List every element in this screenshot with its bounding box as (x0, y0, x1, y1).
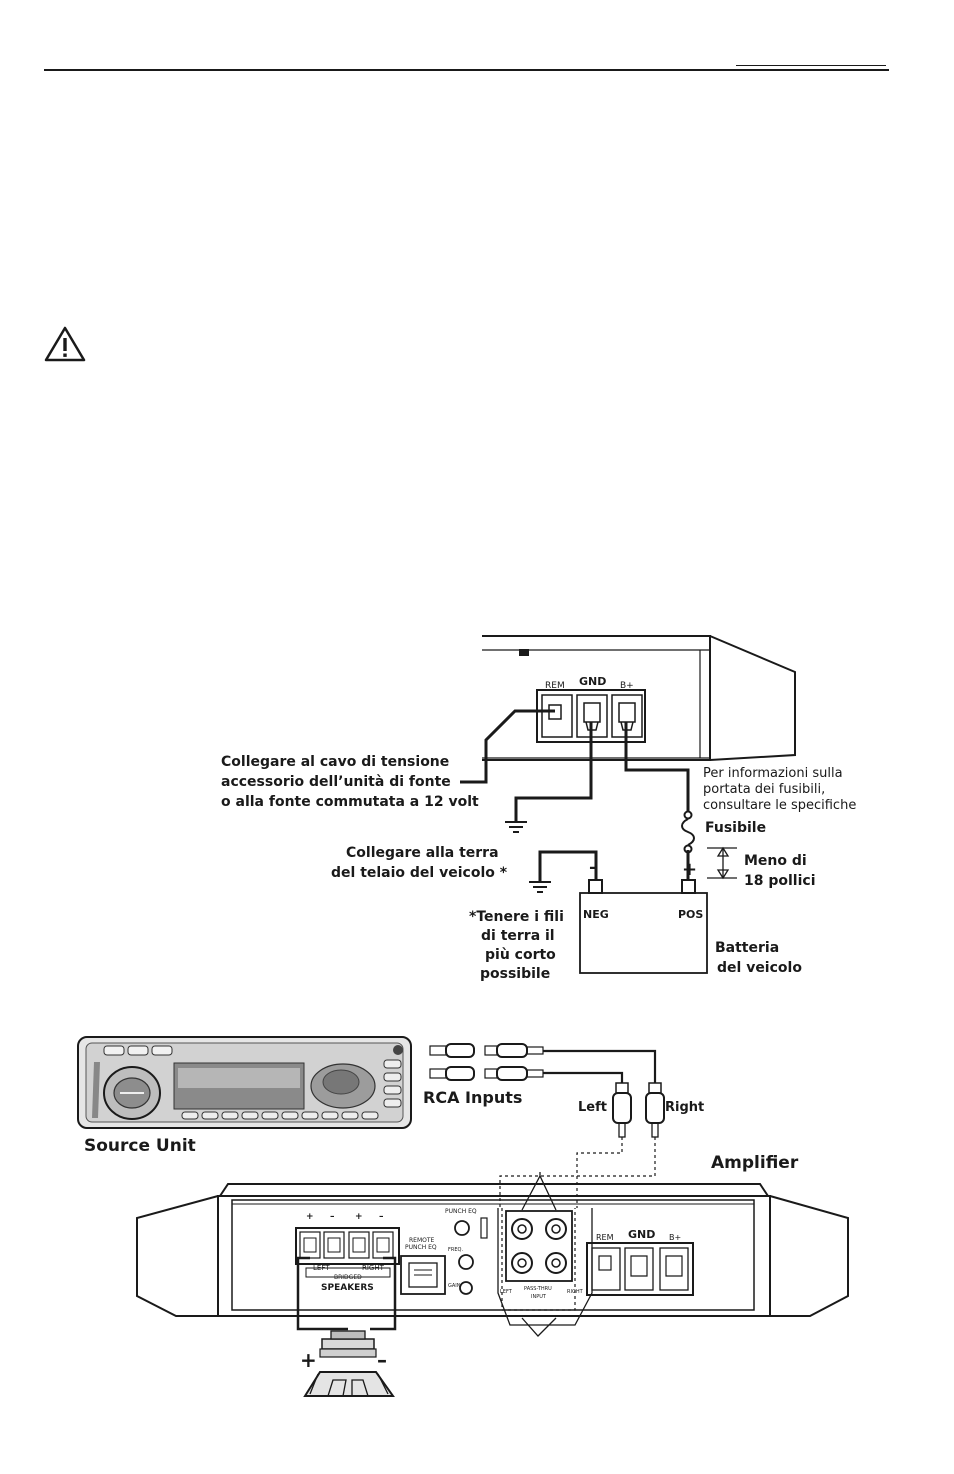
rca-cables (429, 1043, 665, 1311)
ground-note-line-4: possibile (480, 966, 551, 982)
spk-plus-2: + (355, 1212, 363, 1222)
connect-remote-line-1: Collegare al cavo di tensione (221, 754, 450, 770)
amp-gnd-label: GND (628, 1228, 656, 1241)
source-unit-illustration (77, 1036, 412, 1129)
ground-note-line-1: *Tenere i fili (469, 909, 564, 925)
amplifier-illustration (136, 1172, 849, 1337)
connect-ground-line-1: Collegare alla terra (346, 845, 499, 861)
gnd-terminal-label: GND (579, 675, 607, 688)
pos-label: POS (678, 908, 704, 921)
amp-bplus-label: B+ (669, 1233, 682, 1242)
connect-remote-line-2: accessorio dell’unità di fonte (221, 774, 451, 790)
gain-label: GAIN (448, 1283, 461, 1289)
speaker-plus-sign: + (300, 1348, 317, 1372)
spk-left-label: LEFT (313, 1264, 330, 1272)
header-short-rule (736, 65, 886, 66)
pos-sign: + (682, 859, 698, 880)
rem-terminal-label: REM (545, 681, 565, 691)
distance-line-2: 18 pollici (744, 873, 816, 889)
amplifier-label: Amplifier (711, 1153, 799, 1173)
input-label: INPUT (531, 1294, 546, 1300)
fuse-label: Fusibile (705, 820, 767, 836)
fuse-info-line-1: Per informazioni sulla (703, 766, 843, 781)
speaker-illustration (296, 1256, 397, 1397)
spk-minus-1: – (330, 1212, 335, 1222)
remote-punch-eq-line-1: REMOTE (409, 1237, 435, 1244)
fuse-info-line-2: portata dei fusibili, (703, 782, 826, 797)
connect-remote-line-3: o alla fonte commutata a 12 volt (221, 794, 479, 810)
bridged-label: BRIDGED (334, 1274, 362, 1281)
ground-note-line-2: di terra il (481, 928, 555, 944)
spk-plus-1: + (306, 1212, 314, 1222)
connect-ground-line-2: del telaio del veicolo * (331, 865, 508, 881)
remote-punch-eq-line-2: PUNCH EQ (405, 1244, 437, 1251)
header-rule (44, 69, 889, 71)
neg-sign: – (589, 857, 598, 878)
distance-line-1: Meno di (744, 853, 807, 869)
battery-line-2: del veicolo (717, 960, 802, 976)
neg-label: NEG (583, 908, 609, 921)
punch-eq-label: PUNCH EQ (445, 1208, 477, 1215)
rca-inputs-label: RCA Inputs (423, 1088, 523, 1107)
speaker-minus-sign: – (377, 1348, 387, 1372)
warning-icon (44, 326, 86, 362)
ground-note-line-3: più corto (485, 947, 556, 963)
freq-label: FREQ. (448, 1247, 464, 1253)
input-left-label: LEFT (500, 1289, 512, 1295)
rca-left-label: Left (578, 1100, 607, 1115)
speakers-label: SPEAKERS (321, 1283, 374, 1293)
amp-rem-label: REM (596, 1233, 614, 1242)
fuse-info-line-3: consultare le specifiche (703, 798, 857, 813)
spk-minus-2: – (379, 1212, 384, 1222)
pass-thru-label: PASS-THRU (524, 1286, 552, 1292)
bplus-terminal-label: B+ (620, 681, 634, 691)
input-right-label: RIGHT (567, 1289, 583, 1295)
battery-line-1: Batteria (715, 940, 780, 956)
spk-right-label: RIGHT (362, 1264, 384, 1272)
rca-right-label: Right (665, 1100, 705, 1115)
source-unit-label: Source Unit (84, 1136, 196, 1156)
